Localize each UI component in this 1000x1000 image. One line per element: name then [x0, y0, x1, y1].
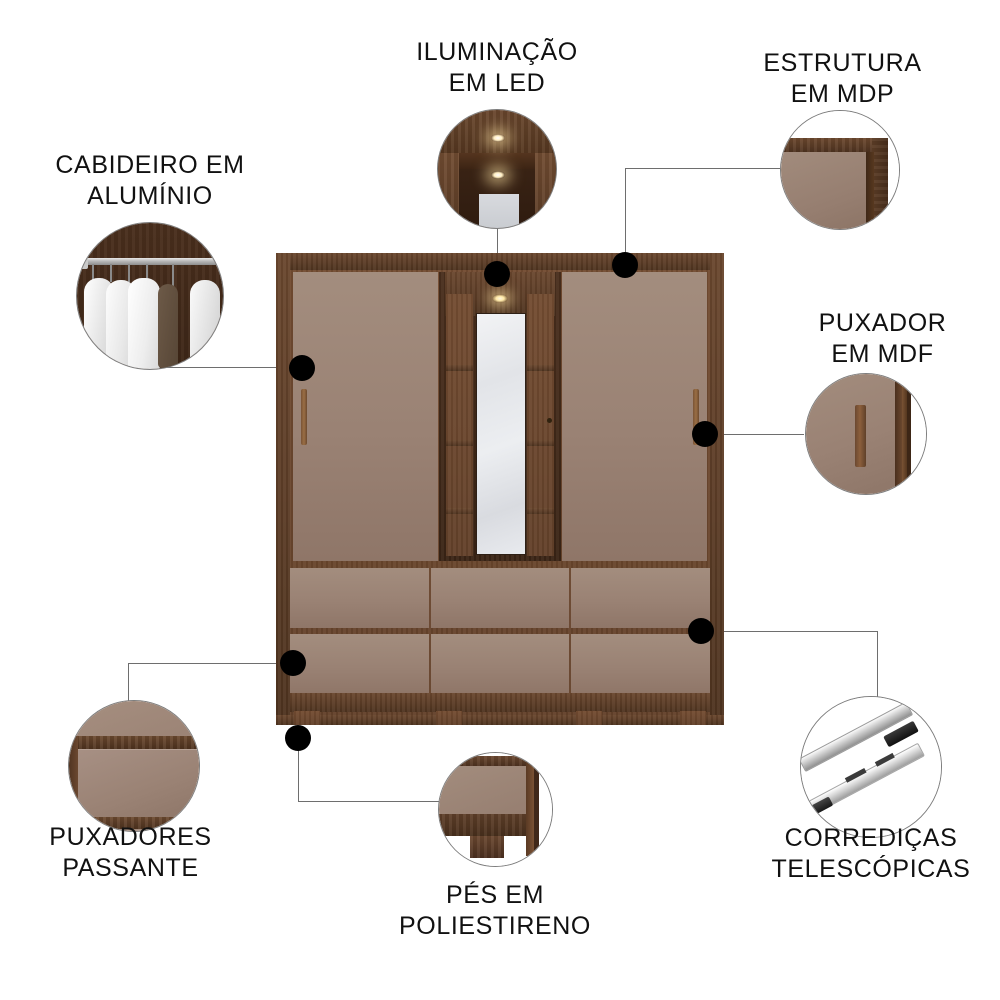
pass-through-handle-icon — [69, 817, 199, 829]
drawer[interactable] — [290, 568, 429, 628]
wardrobe-plinth — [290, 693, 710, 712]
callout-label-puxadores-passante: PUXADORES PASSANTE — [49, 823, 212, 882]
connector-pes-horizontal — [298, 801, 460, 802]
niche-mirror — [479, 194, 519, 228]
callout-dot-puxador-mdf[interactable] — [692, 421, 718, 447]
connector-estrutura-horizontal — [625, 168, 780, 169]
callout-dot-iluminacao[interactable] — [484, 261, 510, 287]
callout-image-pes — [438, 752, 553, 867]
led-light-icon — [491, 134, 505, 142]
wardrobe-right-rail — [710, 253, 724, 725]
niche-shelf — [527, 365, 554, 371]
furniture-foot-icon — [436, 711, 462, 725]
callout-image-puxador-mdf — [805, 373, 927, 495]
connector-corredicas-vertical — [877, 631, 878, 698]
callout-label-estrutura: ESTRUTURA EM MDP — [763, 49, 922, 108]
wardrobe-feet — [290, 711, 710, 725]
wardrobe-bottom-rail — [276, 715, 724, 725]
callout-image-corredicas — [800, 696, 942, 838]
callout-label-corredicas: CORREDIÇAS TELESCÓPICAS — [771, 824, 971, 883]
callout-image-puxadores-passante — [68, 700, 200, 832]
niche-shelf — [446, 440, 473, 446]
connector-puxadores-vertical — [128, 663, 129, 703]
niche-right-column — [527, 294, 554, 556]
callout-dot-cabideiro[interactable] — [289, 355, 315, 381]
hanging-rod-icon — [82, 258, 218, 265]
wardrobe-mirror — [476, 313, 526, 555]
connector-pes-vertical — [298, 738, 299, 802]
connector-cabideiro-horizontal — [147, 367, 302, 368]
led-light-icon — [491, 171, 505, 179]
drawer[interactable] — [290, 634, 429, 694]
niche-left-column — [446, 294, 473, 556]
wardrobe-door-left[interactable] — [293, 272, 438, 561]
callout-dot-estrutura[interactable] — [612, 252, 638, 278]
door-handle-right-icon[interactable] — [693, 389, 699, 445]
callout-image-iluminacao — [437, 109, 557, 229]
connector-iluminacao-vertical — [497, 228, 498, 274]
wardrobe-center-niche — [439, 272, 561, 561]
vertical-handle-icon — [855, 405, 866, 467]
furniture-foot-icon — [576, 711, 602, 725]
connector-puxador-mdf-horizontal — [709, 434, 804, 435]
niche-knob — [547, 418, 552, 423]
drawer[interactable] — [430, 568, 570, 628]
callout-dot-puxadores-passante[interactable] — [280, 650, 306, 676]
door-handle-left-icon[interactable] — [301, 389, 307, 445]
wardrobe-left-rail — [276, 253, 290, 725]
callout-label-pes: PÉS EM POLIESTIRENO — [399, 881, 591, 940]
furniture-foot-icon — [680, 711, 706, 725]
callout-dot-pes[interactable] — [285, 725, 311, 751]
drawer[interactable] — [571, 568, 711, 628]
callout-dot-corredicas[interactable] — [688, 618, 714, 644]
furniture-foot-icon — [294, 711, 320, 725]
wardrobe-drawer-block — [290, 563, 711, 712]
niche-shelf — [527, 440, 554, 446]
wardrobe-product-image — [276, 253, 724, 725]
connector-estrutura-vertical — [625, 168, 626, 265]
drawer-row — [290, 568, 711, 628]
drawer[interactable] — [430, 634, 570, 694]
niche-shelf — [446, 365, 473, 371]
niche-shelf — [446, 508, 473, 514]
drawer[interactable] — [571, 634, 711, 694]
callout-label-cabideiro: CABIDEIRO EM ALUMÍNIO — [55, 151, 245, 210]
callout-image-cabideiro — [76, 222, 224, 370]
connector-corredicas-horizontal — [706, 631, 878, 632]
niche-shelf — [527, 508, 554, 514]
led-light-icon — [492, 294, 508, 303]
wardrobe-door-right[interactable] — [562, 272, 707, 561]
callout-label-iluminacao: ILUMINAÇÃO EM LED — [416, 38, 578, 97]
callout-label-puxador-mdf: PUXADOR EM MDF — [818, 309, 947, 368]
connector-puxadores-horizontal — [128, 663, 293, 664]
callout-image-estrutura — [780, 110, 900, 230]
drawer-row — [290, 634, 711, 694]
pass-through-handle-icon — [72, 736, 199, 749]
furniture-foot-icon — [470, 836, 504, 858]
